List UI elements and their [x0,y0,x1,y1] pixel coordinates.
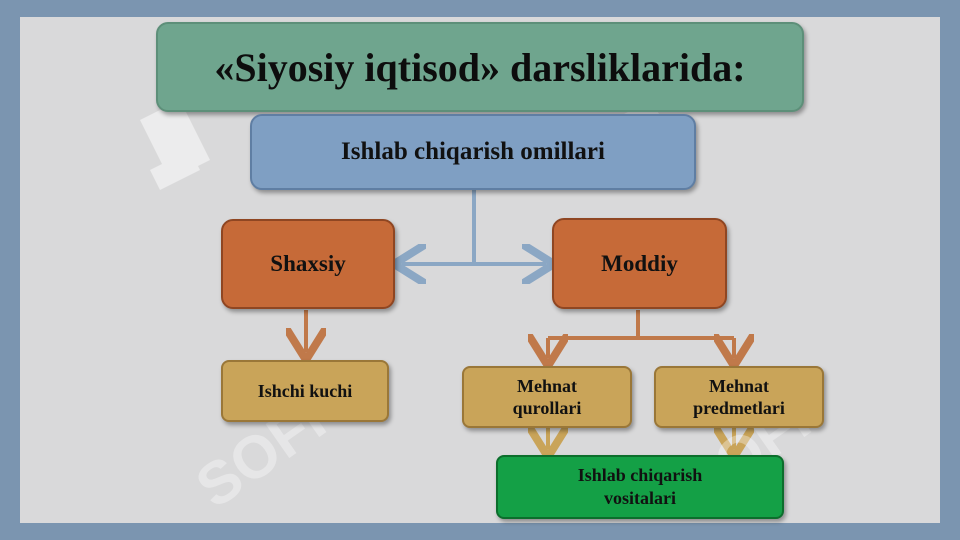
node-mehnat-qurollari: Mehnat qurollari [462,366,632,428]
title-box: «Siyosiy iqtisod» darsliklarida: [156,22,804,112]
node-shaxsiy-label: Shaxsiy [270,251,346,276]
node-root-label: Ishlab chiqarish omillari [341,138,605,165]
node-moddiy-label: Moddiy [601,250,678,276]
node-moddiy: Moddiy [552,218,727,309]
node-ishlab-chiqarish-vositalari: Ishlab chiqarish vositalari [496,455,784,519]
node-mehnat-predmetlari-line2: predmetlari [693,398,785,418]
node-mehnat-qurollari-line1: Mehnat [517,375,577,396]
node-shaxsiy: Shaxsiy [221,219,395,309]
node-mehnat-predmetlari: Mehnat predmetlari [654,366,824,428]
page-title: «Siyosiy iqtisod» darsliklarida: [214,44,746,90]
node-ishchi-kuchi: Ishchi kuchi [221,360,389,422]
node-vositalari-line1: Ishlab chiqarish [577,464,703,485]
node-ishchi-kuchi-label: Ishchi kuchi [257,380,353,401]
node-vositalari-line2: vositalari [604,488,676,508]
node-ishlab-chiqarish-omillari: Ishlab chiqarish omillari [250,114,696,190]
node-mehnat-qurollari-line2: qurollari [512,398,582,418]
node-mehnat-predmetlari-line1: Mehnat [709,375,769,396]
